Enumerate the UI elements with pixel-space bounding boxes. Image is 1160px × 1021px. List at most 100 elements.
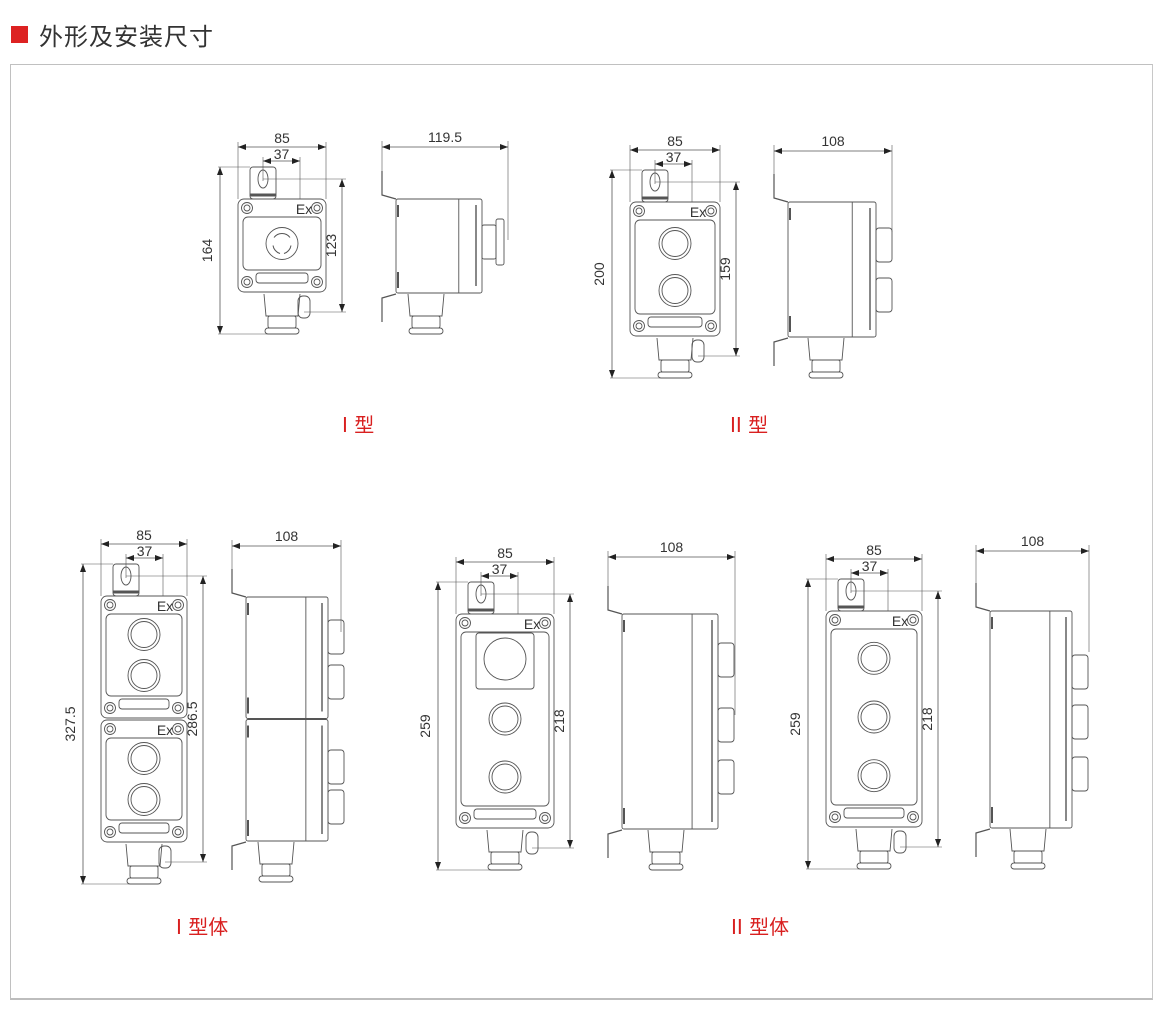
enclosure xyxy=(455,613,555,829)
cable-gland xyxy=(1009,828,1047,852)
screw-icon xyxy=(705,320,717,332)
push-button-icon xyxy=(857,700,891,734)
label-plate xyxy=(118,698,170,710)
push-button-icon xyxy=(661,230,689,257)
cover-panel xyxy=(634,219,716,315)
arrowhead xyxy=(609,170,615,178)
rotate-arrow-icon xyxy=(283,245,292,254)
ex-mark: Ex xyxy=(524,616,540,632)
arrowhead xyxy=(880,570,888,576)
dimension-depth-label: 108 xyxy=(660,539,684,555)
cable-gland-nut xyxy=(811,359,841,373)
dimension-mount-height-label: 218 xyxy=(919,707,935,731)
rotate-arrow-icon xyxy=(273,233,291,238)
ex-mark: Ex xyxy=(157,598,173,614)
enclosure-side xyxy=(989,610,1073,829)
emergency-stop-button-icon xyxy=(265,227,299,260)
arrowhead xyxy=(80,564,86,572)
arrowhead xyxy=(232,543,240,549)
arrowhead xyxy=(217,326,223,334)
screw-icon xyxy=(106,725,114,733)
arrowhead xyxy=(155,555,163,561)
enclosure xyxy=(629,201,721,337)
screw-icon xyxy=(106,828,114,836)
label-plate xyxy=(118,822,170,834)
arrowhead xyxy=(435,862,441,870)
ex-mark: Ex xyxy=(690,204,706,220)
arrowhead xyxy=(684,161,692,167)
screw-icon xyxy=(459,617,471,629)
arrowhead xyxy=(101,541,109,547)
screw-icon xyxy=(241,202,253,214)
cable-gland-nut xyxy=(267,315,297,329)
arrowhead xyxy=(500,144,508,150)
ex-mark: Ex xyxy=(296,201,312,217)
side-view-type-2-body-a: 108 xyxy=(607,539,736,871)
arrowhead xyxy=(884,148,892,154)
side-view-type-1-body: 108 xyxy=(231,528,345,883)
cable-gland-base xyxy=(487,863,523,871)
arrowhead xyxy=(935,839,941,847)
enclosure xyxy=(825,610,923,828)
arrowhead xyxy=(733,182,739,190)
arrowhead xyxy=(935,591,941,599)
screw-icon xyxy=(172,702,184,714)
enclosure-side xyxy=(787,201,877,338)
mounting-bracket xyxy=(975,583,991,612)
ex-mark: Ex xyxy=(892,613,908,629)
cable-gland-nut xyxy=(1013,850,1043,864)
screw-icon xyxy=(311,276,323,288)
button-protrusion xyxy=(495,218,505,266)
button-protrusion xyxy=(1071,756,1089,792)
screw-icon xyxy=(909,813,917,821)
screw-icon xyxy=(909,616,917,624)
earth-lug xyxy=(158,845,172,869)
rotate-arrow-icon xyxy=(272,245,281,254)
screw-icon xyxy=(707,207,715,215)
screw-icon xyxy=(541,814,549,822)
push-button-icon xyxy=(127,742,161,775)
button-protrusion xyxy=(327,749,345,785)
arrowhead xyxy=(733,348,739,356)
caption-type-1: I 型 xyxy=(342,413,375,437)
screw-icon xyxy=(172,599,184,611)
button-protrusion xyxy=(327,789,345,825)
arrowhead xyxy=(292,158,300,164)
button-protrusion xyxy=(327,664,345,700)
arrowhead xyxy=(456,559,464,565)
arrowhead xyxy=(339,179,345,187)
dimension-mount-height-label: 286.5 xyxy=(184,701,200,736)
mounting-bracket xyxy=(975,828,991,857)
screw-icon xyxy=(829,614,841,626)
button-protrusion xyxy=(481,224,497,260)
label-plate xyxy=(473,808,537,820)
arrowhead xyxy=(80,876,86,884)
arrowhead xyxy=(567,594,573,602)
cable-gland-nut xyxy=(660,359,690,373)
cable-gland-base xyxy=(657,371,693,379)
push-button-icon xyxy=(491,763,519,791)
earth-lug xyxy=(297,295,311,319)
arrowhead xyxy=(200,854,206,862)
arrowhead xyxy=(608,554,616,560)
screw-icon xyxy=(633,320,645,332)
arrowhead xyxy=(126,555,134,561)
caption-type-1-body: I 型体 xyxy=(176,915,229,939)
dimension-overall-height-label: 259 xyxy=(787,712,803,736)
dimension-width-label: 85 xyxy=(136,527,152,543)
arrowhead xyxy=(546,559,554,565)
arrowhead xyxy=(851,570,859,576)
dimension-width-label: 85 xyxy=(274,130,290,146)
dimension-depth-label: 108 xyxy=(821,133,845,149)
dimension-mount-height-label: 159 xyxy=(717,257,733,281)
red-square-icon xyxy=(11,25,28,43)
screw-icon xyxy=(243,204,251,212)
screw-icon xyxy=(829,811,841,823)
push-button-icon xyxy=(130,786,158,813)
cable-gland-base xyxy=(648,863,684,871)
cable-gland-nut xyxy=(261,863,291,877)
cable-gland-base xyxy=(856,862,892,870)
